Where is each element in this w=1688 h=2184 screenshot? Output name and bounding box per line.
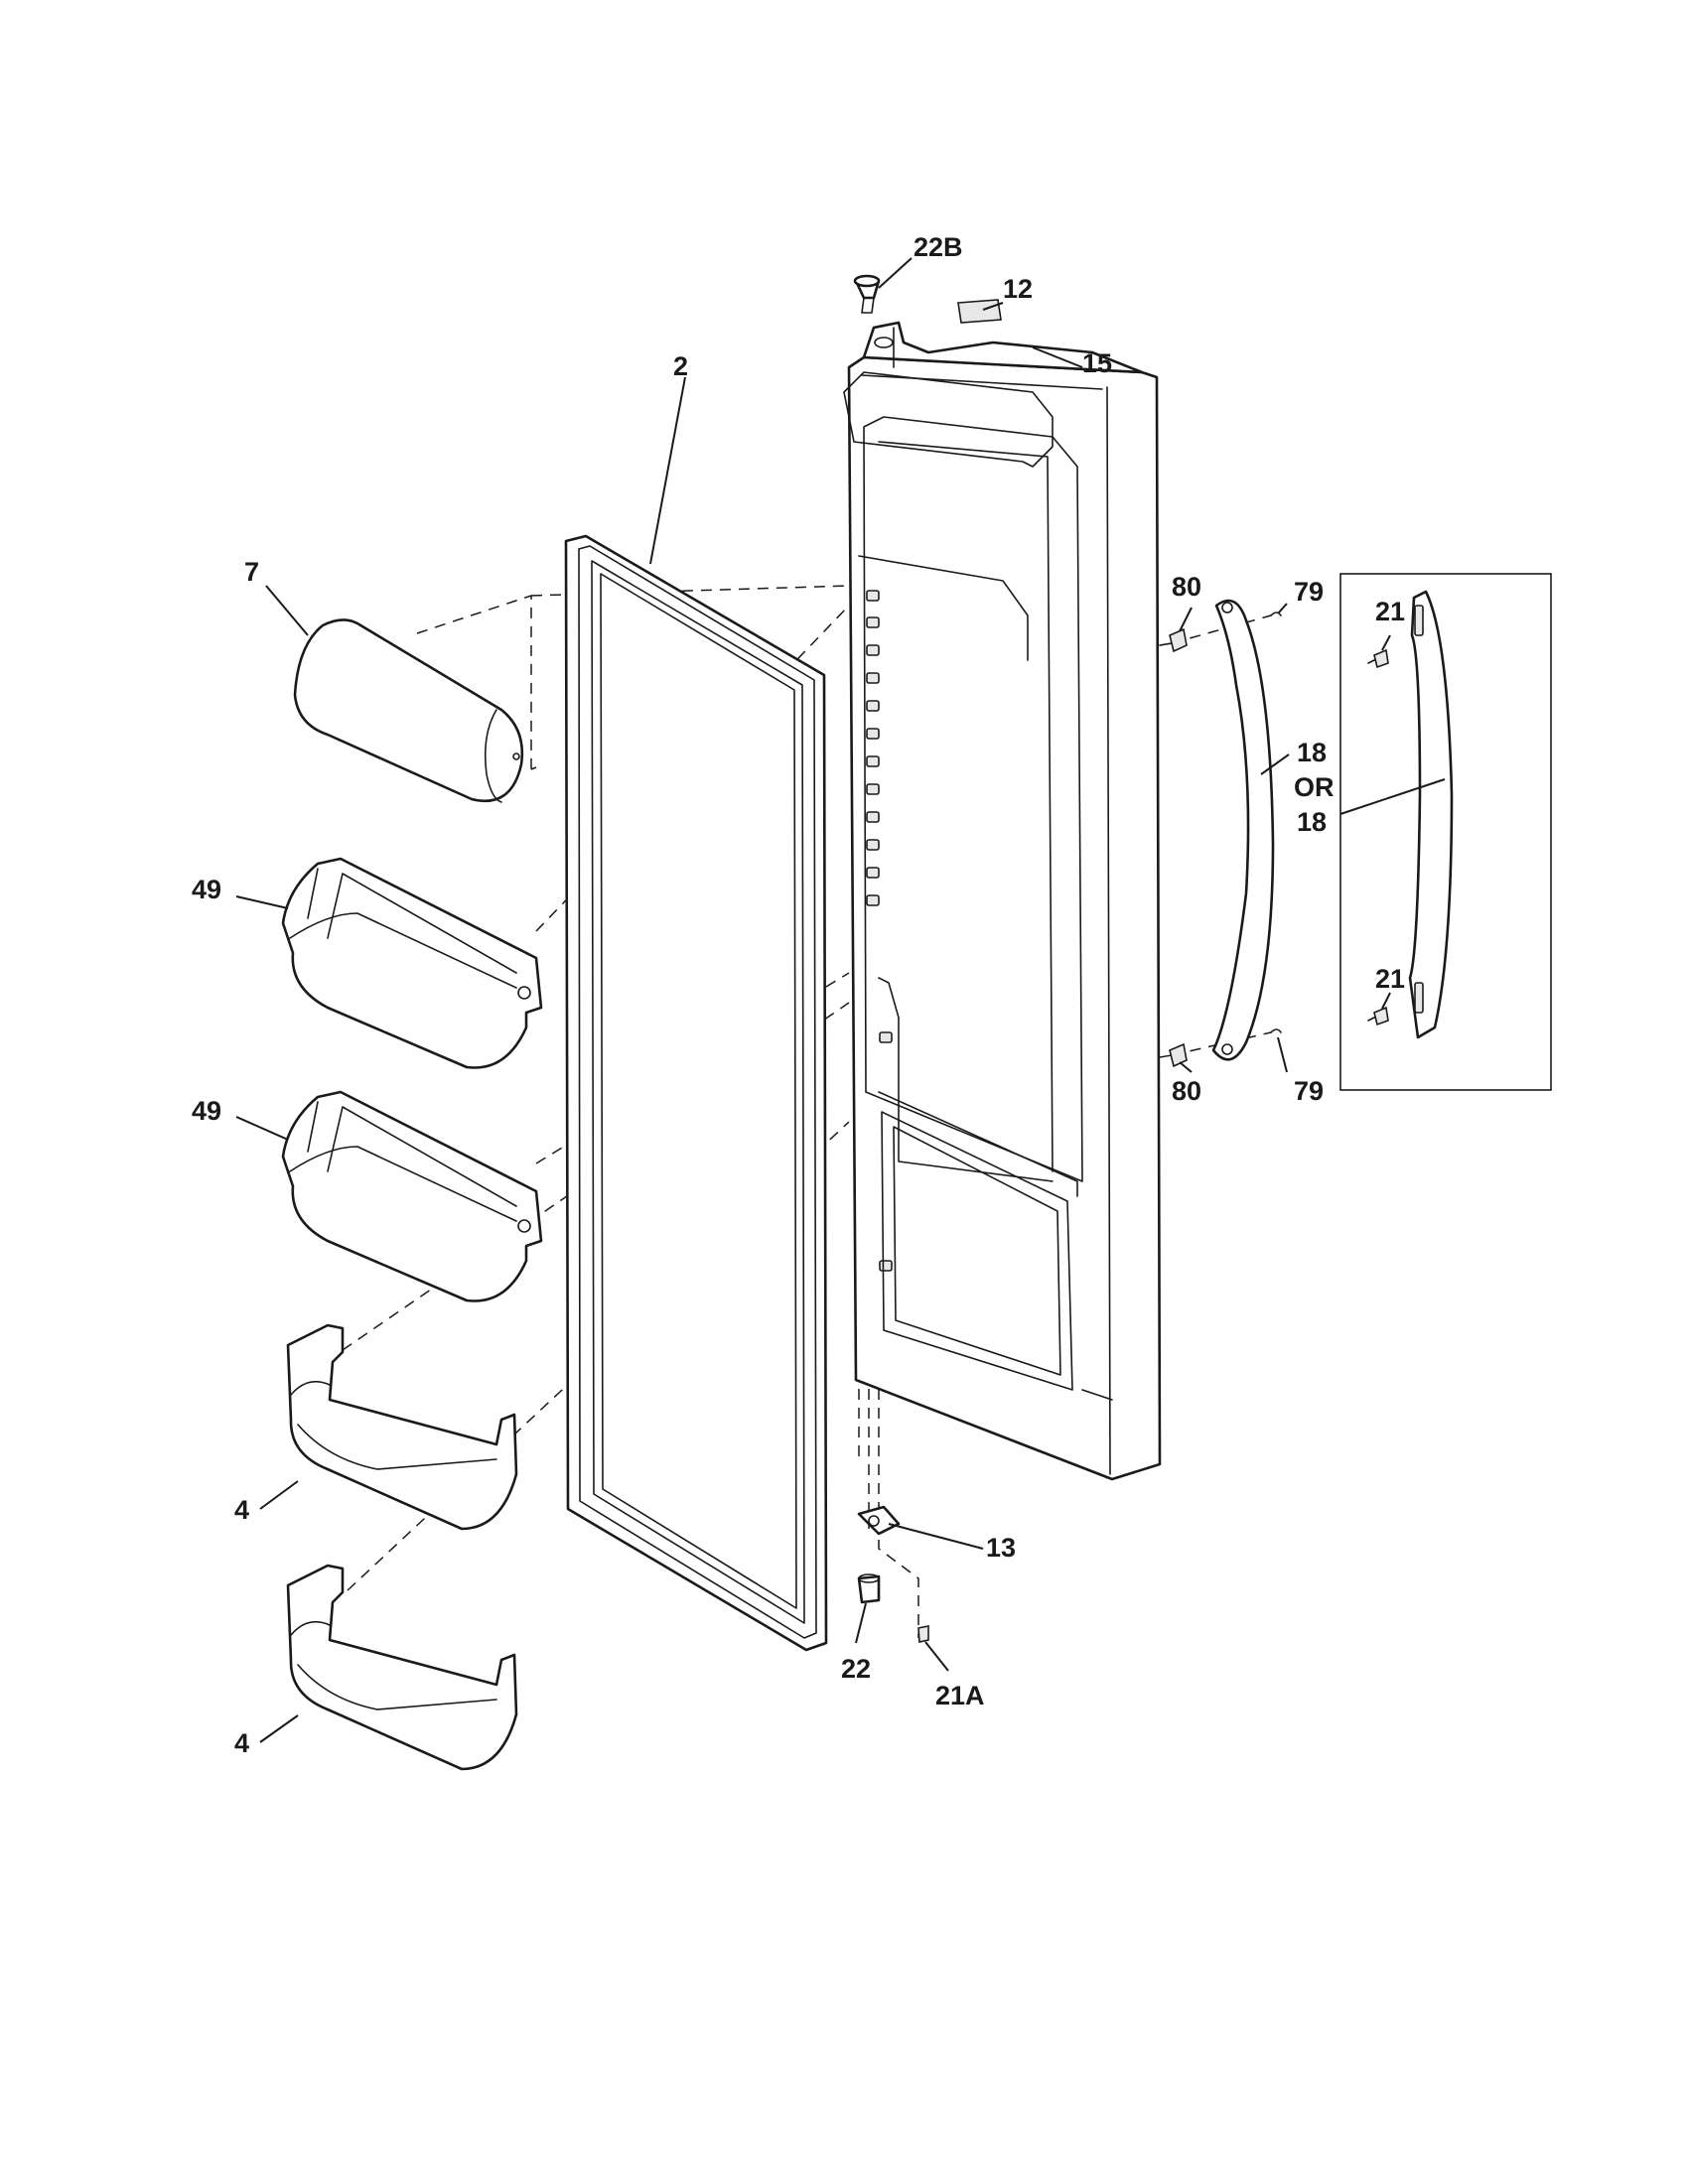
screw-21a-part: [917, 1625, 929, 1643]
callout-79-top: 79: [1294, 577, 1324, 607]
screw-80-top-part: [1159, 627, 1188, 653]
callout-13: 13: [986, 1533, 1016, 1563]
callout-7: 7: [244, 557, 259, 587]
shelf-rail-studs: [866, 590, 893, 1272]
callout-49-top: 49: [192, 875, 221, 904]
screw-21-top-part: [1367, 648, 1389, 669]
door-bin-upper-part: [281, 857, 543, 1069]
callout-15: 15: [1082, 348, 1112, 378]
alternate-handle-frame: [1339, 573, 1552, 1091]
hinge-13-part: [857, 1505, 901, 1536]
callout-4-top: 4: [234, 1495, 249, 1525]
callout-80-top: 80: [1172, 572, 1201, 602]
alternate-handle-part: [1408, 590, 1454, 1039]
bushing-22-part: [857, 1573, 881, 1604]
callout-21-bottom: 21: [1375, 964, 1405, 994]
door-gasket-part: [564, 534, 828, 1652]
small-door-bin-lower-part: [286, 1564, 518, 1771]
dairy-compartment-part: [293, 618, 524, 803]
callout-18-a: 18: [1297, 738, 1327, 767]
callout-49-bottom: 49: [192, 1096, 221, 1126]
callout-21a: 21A: [935, 1681, 985, 1710]
small-door-bin-upper-part: [286, 1323, 518, 1531]
label-12-part: [957, 299, 1002, 324]
callout-or: OR: [1294, 772, 1335, 802]
callout-79-bottom: 79: [1294, 1076, 1324, 1106]
callout-21-top: 21: [1375, 597, 1405, 626]
leader-lines: [235, 257, 1446, 1743]
door-bin-lower-part: [281, 1090, 543, 1302]
callout-80-bottom: 80: [1172, 1076, 1201, 1106]
callout-2: 2: [673, 351, 688, 381]
plug-79-bottom-part: [1270, 1028, 1282, 1033]
callout-labels: 22B 12 15 2 7 80 79 21 18 OR 18 49 49 21…: [192, 232, 1405, 1758]
callout-22: 22: [841, 1654, 871, 1684]
screw-80-bottom-part: [1169, 1042, 1188, 1068]
callout-18-b: 18: [1297, 807, 1327, 837]
screw-21-bottom-part: [1367, 1006, 1389, 1026]
callout-22b: 22B: [914, 232, 963, 262]
callout-12: 12: [1003, 274, 1033, 304]
door-liner-part: [843, 321, 1162, 1481]
plug-79-top-part: [1270, 612, 1282, 616]
plug-22b-part: [853, 274, 881, 314]
callout-4-bottom: 4: [234, 1728, 249, 1758]
door-handle-part: [1211, 599, 1275, 1061]
